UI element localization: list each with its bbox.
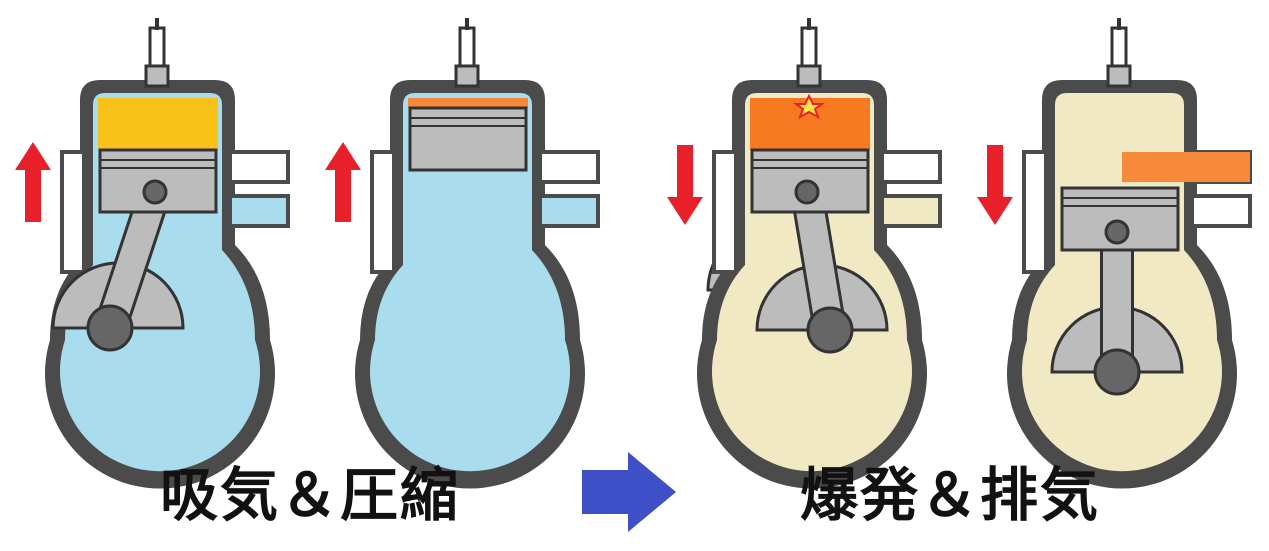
exhaust-port	[880, 150, 942, 184]
spark-plug-icon	[458, 26, 476, 72]
intake-port	[538, 194, 600, 228]
engine-explosion	[667, 18, 942, 489]
spark-star-icon	[792, 93, 826, 120]
engine-stages	[15, 18, 1252, 489]
exhaust-port	[228, 150, 290, 184]
spark-plug-base	[454, 64, 480, 88]
arrow-icon	[667, 145, 703, 225]
piston-pin	[794, 179, 820, 205]
engine-exhaust	[977, 18, 1252, 489]
right-arrow-icon	[582, 452, 676, 532]
engine-intake	[15, 18, 290, 489]
crank-pin	[806, 306, 854, 354]
transfer-port	[60, 150, 86, 274]
transfer-port	[712, 150, 738, 274]
spark-plug-base	[144, 64, 170, 88]
connecting-rod	[96, 178, 169, 342]
piston-pin	[1104, 219, 1130, 245]
intake-port	[228, 194, 290, 228]
spark-plug-icon	[148, 26, 166, 72]
combustion-chamber-gas	[408, 98, 528, 108]
transfer-port	[370, 150, 396, 274]
spark-plug-base	[796, 64, 822, 88]
transfer-port	[1022, 150, 1048, 274]
crankcase-gas	[370, 93, 570, 472]
exhaust-port	[538, 150, 600, 184]
intake-port	[880, 194, 942, 228]
intake-port	[1190, 194, 1252, 228]
spark-plug-icon	[1110, 26, 1128, 72]
caption-intake-compression: 吸気＆圧縮	[160, 461, 461, 529]
spark-plug-icon	[800, 26, 818, 72]
caption-explosion-exhaust: 爆発＆排気	[800, 461, 1101, 529]
piston-pin	[142, 179, 168, 205]
exhaust-gas-flow	[1122, 152, 1250, 182]
arrow-icon	[15, 142, 51, 222]
spark-plug-base	[1106, 64, 1132, 88]
arrow-icon	[977, 145, 1013, 225]
arrow-icon	[325, 142, 361, 222]
combustion-chamber-gas	[98, 98, 218, 150]
crank-pin	[1093, 348, 1141, 396]
crank-pin	[86, 304, 134, 352]
